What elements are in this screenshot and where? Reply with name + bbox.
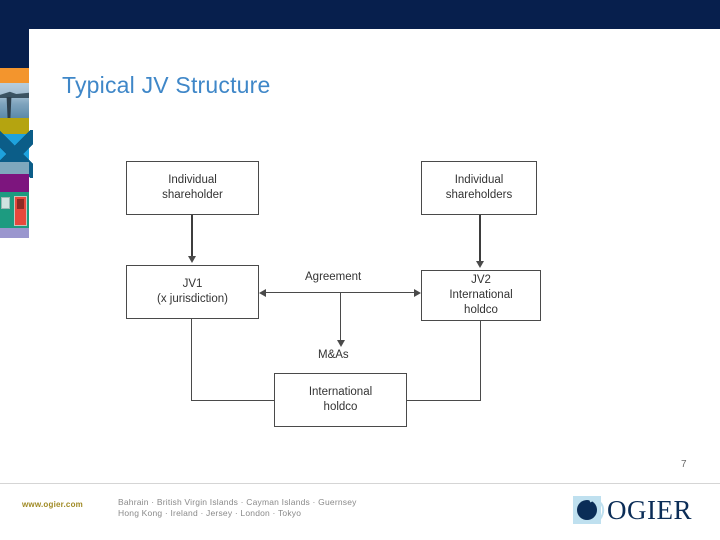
- node-line: International: [449, 289, 513, 301]
- node-line: JV1: [182, 278, 203, 290]
- strip-band-purple: [0, 174, 29, 192]
- footer-locations-line-1: Bahrain · British Virgin Islands · Cayma…: [118, 497, 357, 507]
- edge-label-agreement: Agreement: [302, 271, 365, 283]
- node-line: International: [308, 386, 373, 398]
- strip-photo-window: [1, 197, 10, 209]
- footer-divider: [0, 483, 720, 484]
- logo-disc-shape: [577, 500, 597, 520]
- footer-office-locations: Bahrain · British Virgin Islands · Cayma…: [118, 497, 357, 519]
- left-navy-banner: [0, 0, 29, 68]
- strip-photo-red-door: [14, 196, 27, 226]
- strip-photo-door: [0, 192, 29, 228]
- connector-shareholders-to-jv2: [479, 215, 481, 263]
- arrowhead-shareholder-to-jv1: [188, 256, 196, 263]
- footer-website-link[interactable]: www.ogier.com: [22, 500, 83, 509]
- page-number: 7: [681, 459, 687, 470]
- arrowhead-agreement-left: [259, 289, 266, 297]
- strip-band-orange: [0, 68, 29, 83]
- node-line: shareholder: [162, 189, 223, 201]
- node-jv1[interactable]: JV1 (x jurisdiction): [126, 265, 259, 319]
- decorative-color-strip: [0, 68, 33, 238]
- ogier-wordmark: OGIER: [607, 495, 692, 525]
- strip-photo-bridge: [0, 83, 29, 118]
- connector-agreement-to-mas: [340, 292, 341, 342]
- connector-jv1-to-holdco: [191, 400, 275, 401]
- node-individual-shareholders[interactable]: Individual shareholders: [421, 161, 537, 215]
- connector-jv2-down: [480, 321, 481, 400]
- ogier-logo: OGIER: [573, 494, 703, 528]
- node-international-holdco[interactable]: International holdco: [274, 373, 407, 427]
- node-line: JV2: [471, 274, 491, 286]
- node-individual-shareholder[interactable]: Individual shareholder: [126, 161, 259, 215]
- connector-jv2-to-holdco: [406, 400, 481, 401]
- strip-photo-blue-x: [0, 130, 33, 178]
- node-line: holdco: [464, 304, 498, 316]
- footer-locations-line-2: Hong Kong · Ireland · Jersey · London · …: [118, 508, 302, 518]
- arrowhead-agreement-right: [414, 289, 421, 297]
- strip-band-lavender: [0, 228, 29, 238]
- arrowhead-shareholders-to-jv2: [476, 261, 484, 268]
- page-title: Typical JV Structure: [62, 72, 271, 98]
- node-line: (x jurisdiction): [157, 293, 228, 305]
- arrowhead-agreement-to-mas: [337, 340, 345, 347]
- connector-shareholder-to-jv1: [191, 215, 193, 258]
- node-line: Individual: [168, 174, 217, 186]
- connector-jv1-down: [191, 319, 192, 400]
- edge-label-mas: M&As: [315, 349, 352, 361]
- node-line: shareholders: [445, 189, 513, 201]
- ogier-logo-mark-icon: [573, 496, 608, 527]
- node-line: Individual: [454, 174, 504, 186]
- top-navy-banner: [0, 0, 720, 29]
- node-jv2[interactable]: JV2 International holdco: [421, 270, 541, 321]
- node-line: holdco: [323, 401, 358, 413]
